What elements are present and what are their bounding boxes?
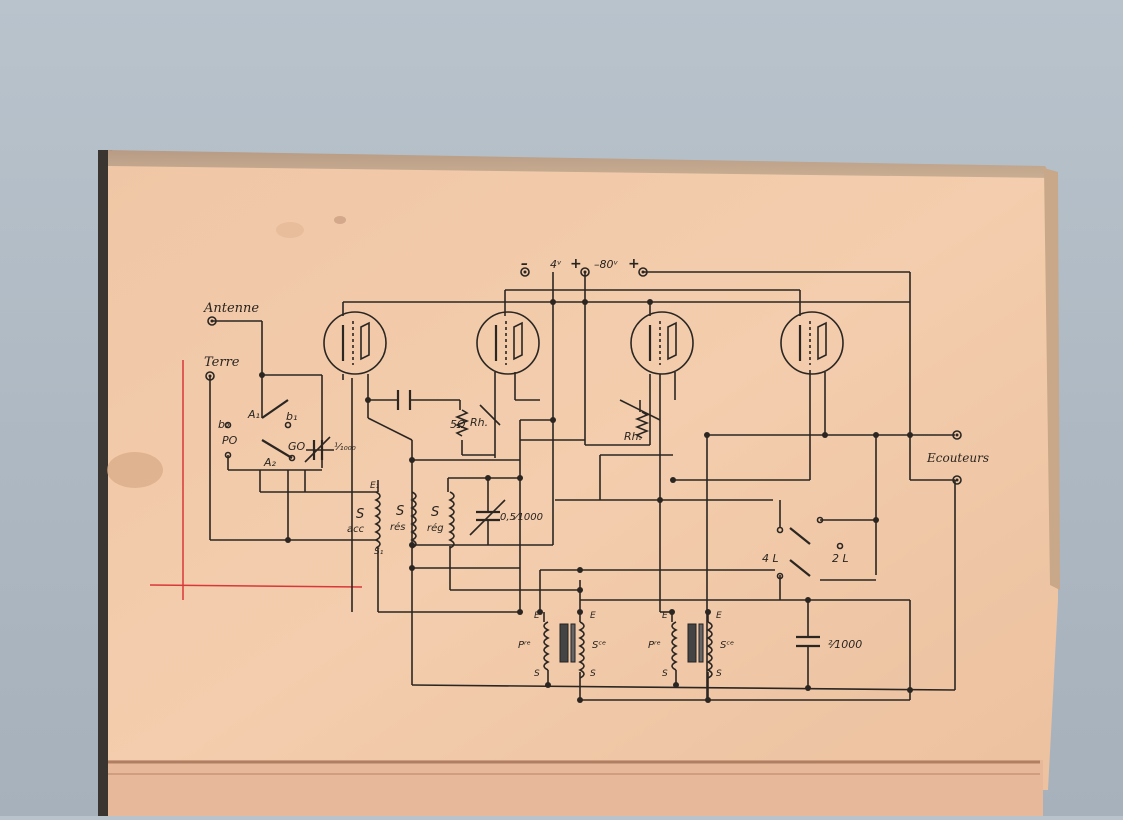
switch-4l-label: 4 L xyxy=(762,552,779,565)
supply-80v-label: –80ᵛ xyxy=(594,258,618,271)
book-page xyxy=(108,158,1058,790)
resistor-label: 5Ω xyxy=(450,418,466,431)
go-label: GO xyxy=(288,440,306,453)
switch-2l-label: 2 L xyxy=(832,552,849,565)
t2-e1-label: E xyxy=(662,611,668,621)
t2-secondary-label: Sᶜᵉ xyxy=(720,640,734,651)
supply-plus-2: + xyxy=(628,256,640,272)
ground-label: Terre xyxy=(204,355,240,370)
t1-secondary-label: Sᶜᵉ xyxy=(592,640,606,651)
page-edges-right xyxy=(1044,168,1060,590)
antenna-label: Antenne xyxy=(203,301,259,316)
t1-primary-label: Pʳᵉ xyxy=(518,640,531,651)
rheostat-1-label: Rh. xyxy=(470,416,488,429)
coil-res-s-label: S xyxy=(396,504,404,519)
phones-label: Ecouteurs xyxy=(926,451,989,465)
t1-e2-label: E xyxy=(590,611,596,621)
stain xyxy=(107,452,163,488)
po-label: PO xyxy=(222,434,238,447)
red-pencil-horizontal xyxy=(149,584,363,588)
supply-neg-label: – xyxy=(521,256,528,272)
tap-s1-label: S₁ xyxy=(374,547,384,557)
t2-s1-label: S xyxy=(662,669,668,679)
supply-plus-1: + xyxy=(570,256,582,272)
cap-05-label: 0,5⁄1000 xyxy=(500,512,543,523)
t1-s2-label: S xyxy=(590,669,596,679)
tuning-cap-label: ¹⁄₁₀₀₀ xyxy=(334,442,356,453)
b2-label: b₂ xyxy=(218,418,230,431)
page-edges-top xyxy=(108,150,1052,178)
coil-res-label: rés xyxy=(390,521,405,533)
coil-reg-s-label: S xyxy=(431,505,439,520)
rheostat-2-label: Rh. xyxy=(624,430,642,443)
coil-reg-label: rég xyxy=(427,522,444,534)
a1-label: A₁ xyxy=(247,408,260,421)
coil-acc-s-label: S xyxy=(356,507,364,522)
b1-label: b₁ xyxy=(286,410,297,423)
t1-e1-label: E xyxy=(534,611,540,621)
coil-acc-label: acc xyxy=(347,524,365,535)
t2-primary-label: Pʳᵉ xyxy=(648,640,661,651)
labels: Antenne Terre b₂ b₁ PO GO A₁ A₂ ¹⁄₁₀₀₀ –… xyxy=(203,256,989,679)
cap-2-label: ²⁄1000 xyxy=(828,638,862,651)
lower-page-fold xyxy=(108,760,1043,816)
t1-s1-label: S xyxy=(534,669,540,679)
tap-e1-label: E₁ xyxy=(370,481,380,491)
a2-label: A₂ xyxy=(263,456,277,469)
t2-s2-label: S xyxy=(716,669,722,679)
supply-4v-label: 4ᵛ xyxy=(550,258,562,271)
t2-e2-label: E xyxy=(716,611,722,621)
wiring xyxy=(209,271,956,701)
terminals xyxy=(205,267,962,580)
junction-dots xyxy=(259,299,913,703)
